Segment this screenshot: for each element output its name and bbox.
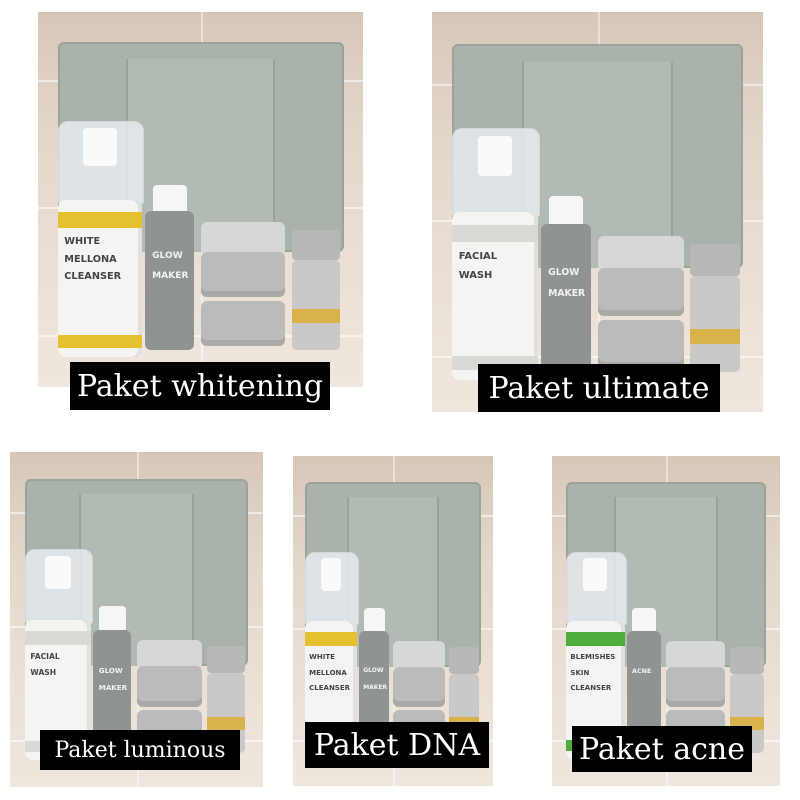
- cream-jar-bottom: [597, 320, 684, 368]
- toner-cap: [548, 196, 584, 228]
- toner-label-text: MAKER: [152, 270, 189, 281]
- cleanser-color-band: [305, 632, 357, 646]
- caption-paket-acne: Paket acne: [572, 726, 752, 772]
- cream-jar-bottom: [200, 300, 285, 346]
- toner-label-text: GLOW: [98, 665, 123, 675]
- cleanser-bottle: WHITE MELLONA CLEANSER: [57, 199, 142, 357]
- cream-jar-top: [666, 667, 726, 707]
- serum-gold-band: [690, 328, 740, 345]
- serum-bottle: [291, 259, 341, 350]
- toner-cap: [152, 184, 187, 215]
- cleanser-label-text: FACIAL: [30, 652, 60, 662]
- serum-gold-band: [291, 309, 341, 324]
- cleanser-color-band: [25, 630, 91, 645]
- cream-jar-lid: [136, 639, 203, 670]
- cleanser-label-text: FACIAL: [458, 251, 498, 263]
- serum-bottle: [690, 276, 740, 372]
- toner-cap: [99, 606, 126, 633]
- toner-label-text: GLOW: [363, 666, 384, 674]
- cleanser-label-text: WASH: [458, 269, 493, 281]
- serum-gold-band: [207, 717, 246, 731]
- toner-label-text: ACNE: [632, 666, 652, 675]
- cleanser-color-band-bottom: [57, 334, 142, 348]
- cleanser-pump: [82, 128, 117, 166]
- caption-paket-whitening: Paket whitening: [70, 362, 330, 410]
- cleanser-color-band: [451, 225, 538, 243]
- cleanser-pump: [583, 558, 608, 592]
- serum-cap: [729, 647, 765, 674]
- cleanser-pump: [320, 558, 342, 592]
- cleanser-pump: [44, 555, 72, 590]
- cream-jar-top: [597, 268, 684, 316]
- toner-cap: [632, 607, 657, 635]
- cleanser-label-text: CLEANSER: [64, 270, 122, 282]
- caption-paket-dna: Paket DNA: [305, 722, 489, 768]
- toner-label-text: GLOW: [152, 251, 183, 262]
- serum-cap: [207, 646, 246, 674]
- cleanser-label-text: BLEMISHES: [570, 653, 616, 662]
- cream-jar-top: [393, 667, 445, 707]
- toner-bottle: GLOW MAKER: [541, 224, 591, 372]
- cream-jar-top: [200, 252, 285, 297]
- toner-cap: [363, 607, 385, 635]
- cleanser-label-text: SKIN: [570, 668, 590, 677]
- toner-label-text: GLOW: [548, 267, 580, 279]
- toner-label-text: MAKER: [98, 683, 128, 693]
- cream-jar-lid: [666, 640, 726, 671]
- cream-jar-lid: [597, 236, 684, 272]
- cleanser-label-text: WHITE: [309, 653, 335, 662]
- cream-jar-lid: [393, 640, 445, 671]
- caption-paket-luminous: Paket luminous: [40, 730, 240, 770]
- cleanser-label-text: CLEANSER: [570, 683, 612, 692]
- caption-paket-ultimate: Paket ultimate: [478, 364, 720, 412]
- serum-cap: [449, 647, 479, 674]
- cream-jar-lid: [200, 222, 285, 256]
- toner-label-text: MAKER: [363, 683, 388, 691]
- cleanser-label-text: WHITE: [64, 236, 101, 248]
- cleanser-pump: [477, 136, 513, 176]
- cleanser-label-text: MELLONA: [64, 253, 117, 265]
- cleanser-bottle: FACIAL WASH: [451, 212, 538, 380]
- cream-jar-top: [136, 666, 203, 707]
- product-photo-ultimate: FACIAL WASH GLOW MAKER: [432, 12, 763, 412]
- cleanser-color-band: [565, 632, 625, 646]
- toner-bottle: GLOW MAKER: [145, 210, 194, 350]
- serum-cap: [690, 244, 740, 276]
- toner-label-text: MAKER: [548, 288, 586, 300]
- serum-cap: [291, 229, 341, 260]
- cleanser-label-text: MELLONA: [309, 668, 347, 677]
- cleanser-color-band: [57, 212, 142, 228]
- cleanser-label-text: CLEANSER: [309, 683, 351, 692]
- cleanser-label-text: WASH: [30, 667, 57, 677]
- product-photo-whitening: WHITE MELLONA CLEANSER GLOW MAKER: [38, 12, 363, 387]
